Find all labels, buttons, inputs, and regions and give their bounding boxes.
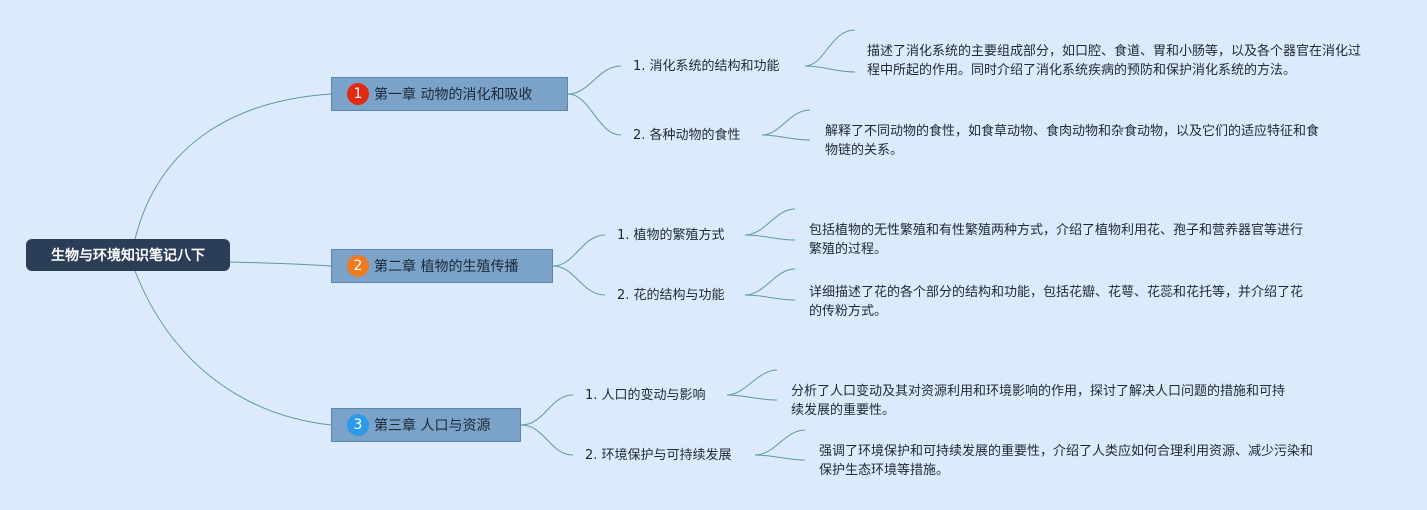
section-title: 2. 环境保护与可持续发展 — [585, 448, 732, 463]
connector-line — [744, 294, 796, 301]
section-node-1-1[interactable]: 1. 消化系统的结构和功能 — [633, 58, 780, 76]
root-node[interactable]: 生物与环境知识笔记八下 — [26, 239, 230, 271]
section-description: 分析了人口变动及其对资源利用和环境影响的作用，探讨了解决人口问题的措施和可持续发… — [791, 384, 1286, 418]
connector-line — [134, 270, 332, 426]
section-desc-1-1: 描述了消化系统的主要组成部分，如口腔、食道、胃和小肠等，以及各个器官在消化过程中… — [867, 42, 1362, 80]
section-title: 1. 人口的变动与影响 — [585, 388, 706, 403]
chapter-title: 第三章 人口与资源 — [374, 418, 491, 434]
connector-line — [520, 424, 574, 456]
connector-line — [761, 134, 811, 141]
connector-line — [552, 265, 606, 296]
connector-line — [552, 234, 606, 267]
chapter-node-2[interactable]: 2 第二章 植物的生殖传播 — [331, 249, 553, 283]
connector-line — [567, 65, 622, 95]
section-description: 强调了环境保护和可持续发展的重要性，介绍了人类应如何合理利用资源、减少污染和保护… — [819, 444, 1314, 478]
section-description: 包括植物的无性繁殖和有性繁殖两种方式，介绍了植物利用花、孢子和营养器官等进行繁殖… — [809, 223, 1304, 257]
section-description: 详细描述了花的各个部分的结构和功能，包括花瓣、花萼、花蕊和花托等，并介绍了花的传… — [809, 285, 1304, 319]
chapter-number-badge: 3 — [347, 414, 369, 436]
section-title: 1. 消化系统的结构和功能 — [633, 59, 780, 74]
chapter-number-badge: 1 — [347, 83, 369, 105]
section-title: 1. 植物的繁殖方式 — [617, 228, 725, 243]
connector-line — [229, 261, 332, 267]
section-description: 解释了不同动物的食性，如食草动物、食肉动物和杂食动物，以及它们的适应特征和食物链… — [825, 124, 1320, 158]
chapter-title: 第一章 动物的消化和吸收 — [374, 87, 533, 103]
connector-line — [744, 234, 796, 241]
connector-line — [804, 29, 856, 67]
section-desc-2-2: 详细描述了花的各个部分的结构和功能，包括花瓣、花萼、花蕊和花托等，并介绍了花的传… — [809, 283, 1304, 321]
connector-line — [754, 429, 806, 456]
section-node-3-1[interactable]: 1. 人口的变动与影响 — [585, 387, 706, 405]
section-node-1-2[interactable]: 2. 各种动物的食性 — [633, 127, 741, 145]
connector-line — [134, 93, 332, 240]
connector-line — [726, 369, 778, 396]
section-title: 2. 花的结构与功能 — [617, 288, 725, 303]
section-node-2-2[interactable]: 2. 花的结构与功能 — [617, 287, 725, 305]
section-node-3-2[interactable]: 2. 环境保护与可持续发展 — [585, 447, 732, 465]
connector-line — [744, 208, 796, 236]
chapter-node-3[interactable]: 3 第三章 人口与资源 — [331, 408, 521, 442]
section-node-2-1[interactable]: 1. 植物的繁殖方式 — [617, 227, 725, 245]
connector-line — [761, 109, 811, 136]
connector-line — [754, 454, 806, 461]
connector-line — [726, 394, 778, 401]
section-desc-1-2: 解释了不同动物的食性，如食草动物、食肉动物和杂食动物，以及它们的适应特征和食物链… — [825, 122, 1320, 160]
section-description: 描述了消化系统的主要组成部分，如口腔、食道、胃和小肠等，以及各个器官在消化过程中… — [867, 44, 1362, 78]
section-desc-2-1: 包括植物的无性繁殖和有性繁殖两种方式，介绍了植物利用花、孢子和营养器官等进行繁殖… — [809, 221, 1304, 259]
connector-line — [567, 93, 622, 136]
connector-line — [744, 268, 796, 296]
chapter-title: 第二章 植物的生殖传播 — [374, 259, 519, 275]
chapter-number-badge: 2 — [347, 255, 369, 277]
section-title: 2. 各种动物的食性 — [633, 128, 741, 143]
connector-line — [804, 65, 856, 73]
chapter-node-1[interactable]: 1 第一章 动物的消化和吸收 — [331, 77, 568, 111]
section-desc-3-1: 分析了人口变动及其对资源利用和环境影响的作用，探讨了解决人口问题的措施和可持续发… — [791, 382, 1286, 420]
root-title: 生物与环境知识笔记八下 — [51, 248, 205, 264]
section-desc-3-2: 强调了环境保护和可持续发展的重要性，介绍了人类应如何合理利用资源、减少污染和保护… — [819, 442, 1314, 480]
connector-line — [520, 394, 574, 426]
